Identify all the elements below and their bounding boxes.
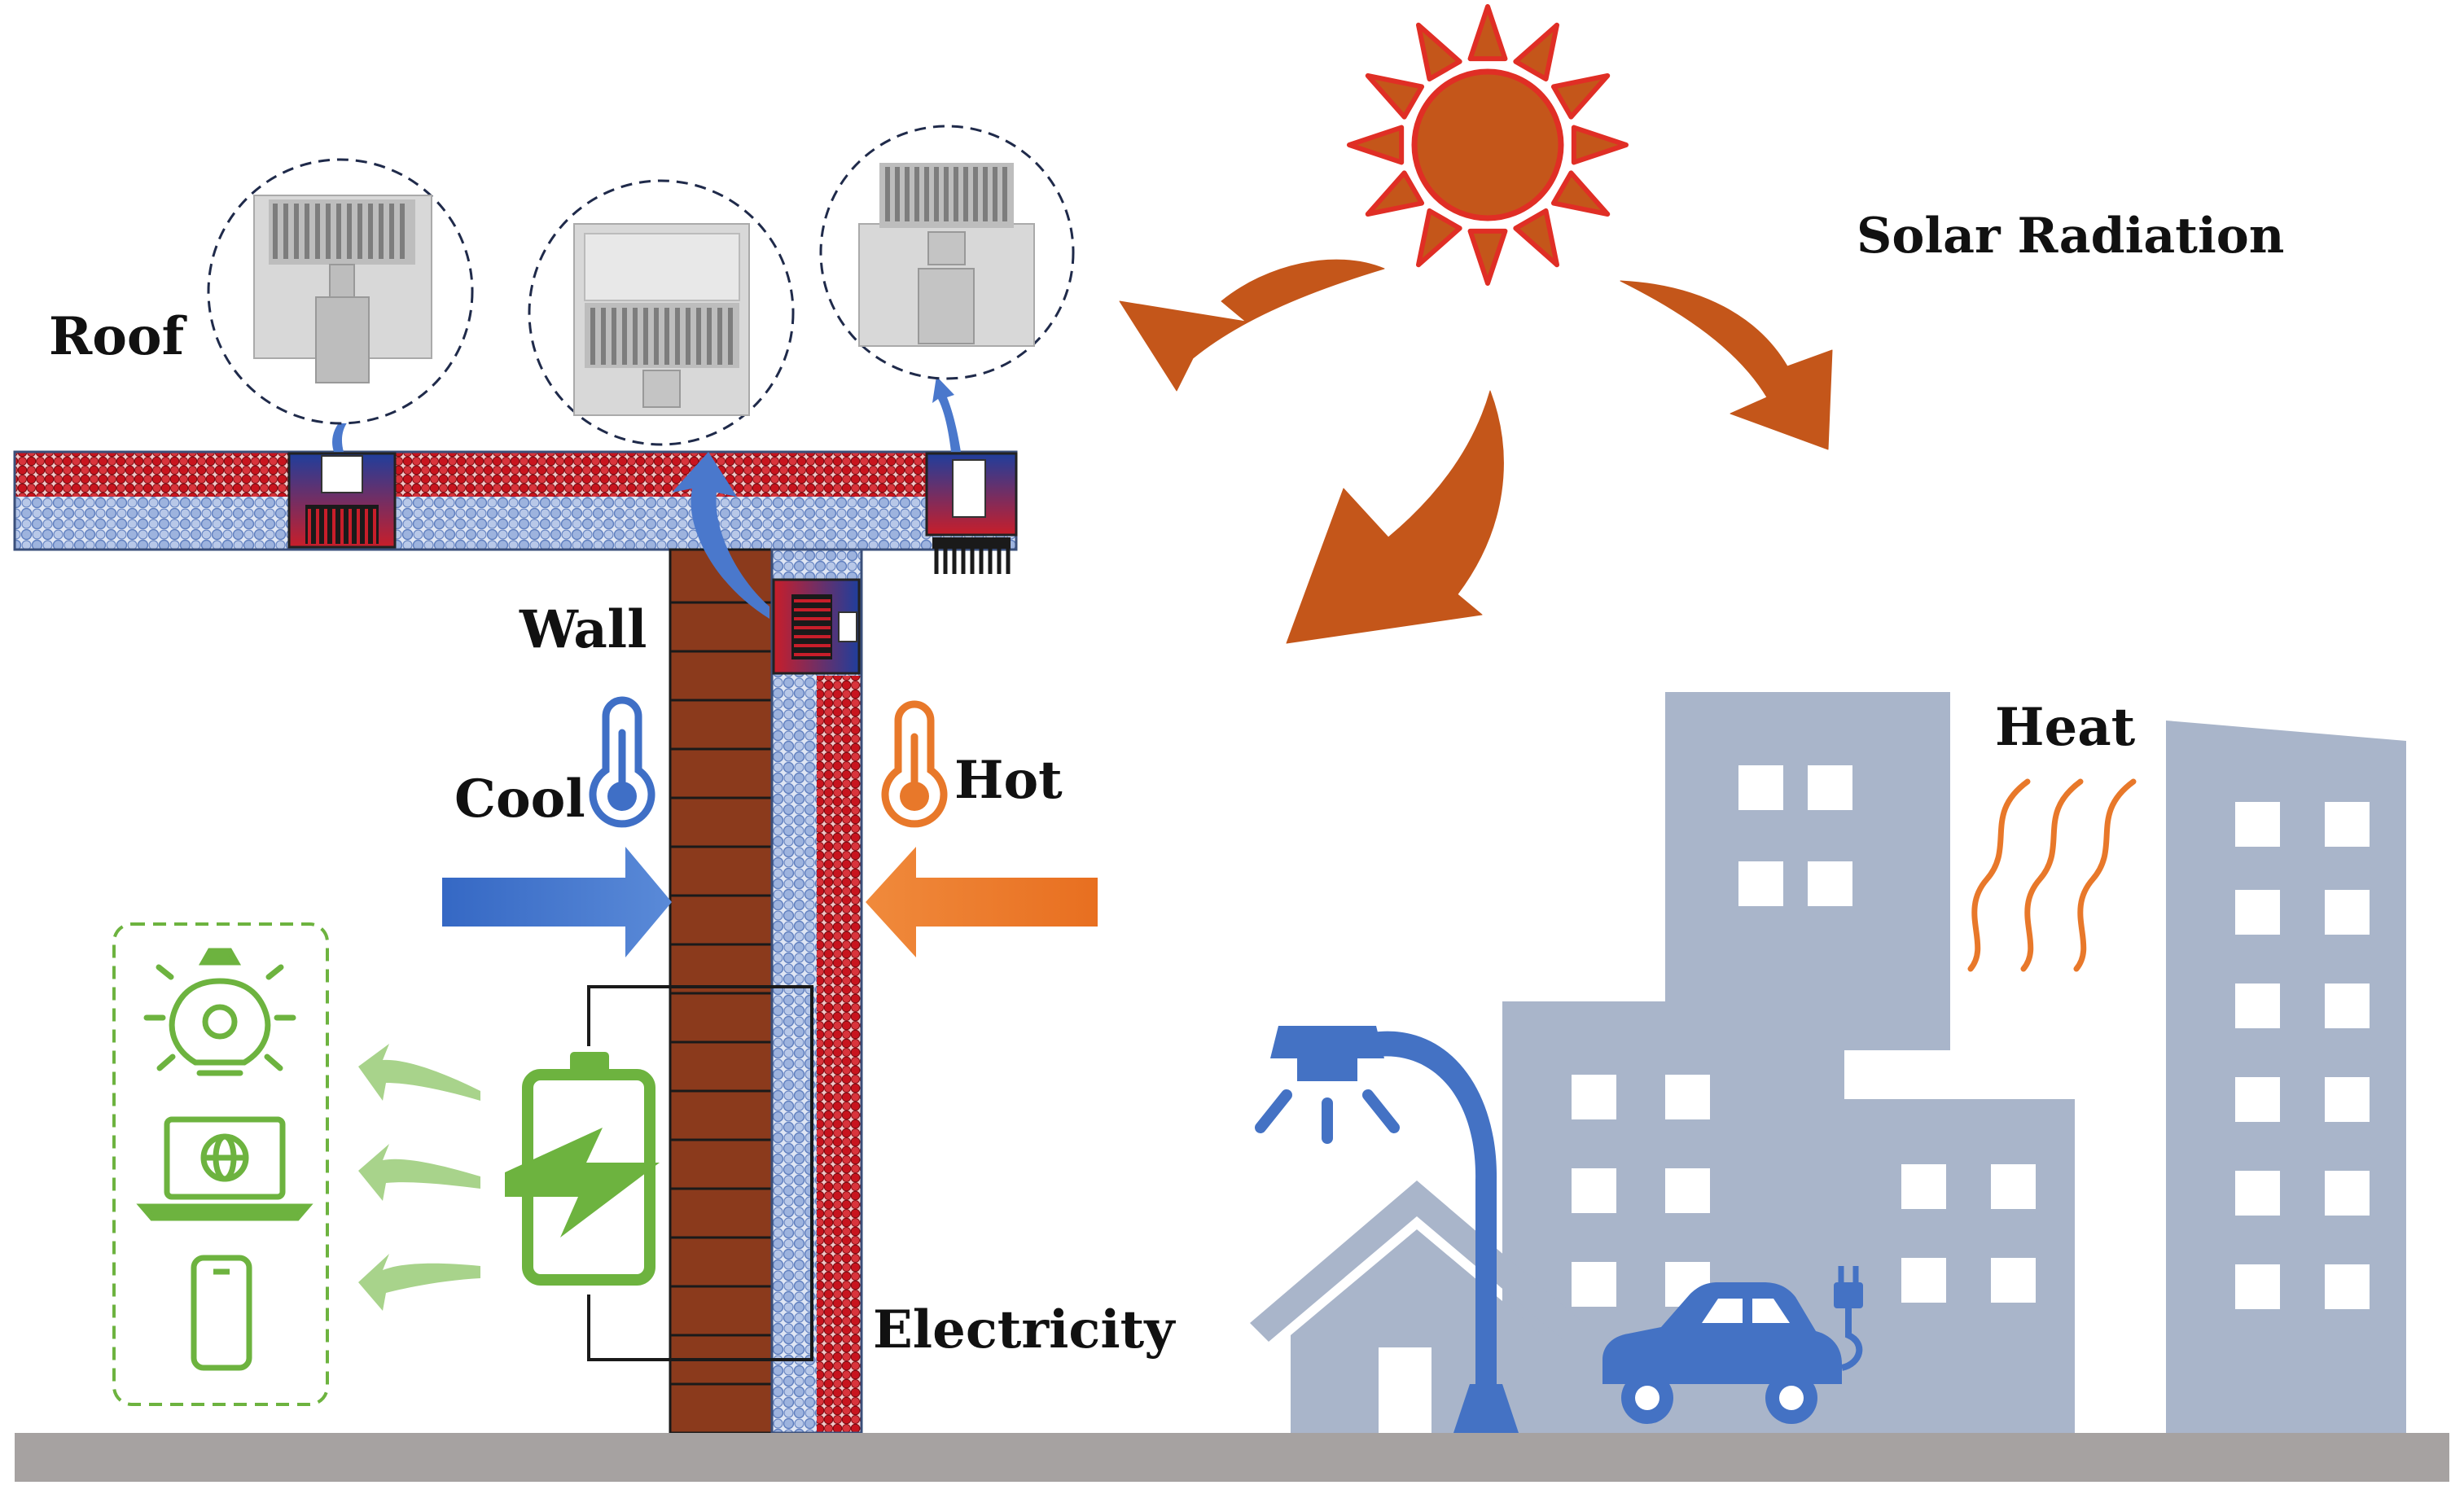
- magnified-view-1: [207, 158, 474, 425]
- low-building: [1830, 1099, 2075, 1433]
- brick-wall: [669, 548, 774, 1435]
- magnified-view-2: [528, 179, 795, 446]
- solar-radiation-arrows: [1119, 259, 1833, 644]
- circuit-wire: [587, 985, 813, 1361]
- solar-arrow-right: [1620, 280, 1833, 450]
- power-output-arrows: [358, 1044, 480, 1311]
- thermometer-hot-icon: [881, 700, 948, 828]
- wall-label: Wall: [519, 599, 647, 660]
- roof-thermoelectric-module-2: [925, 452, 1018, 574]
- electric-car-icon: [1602, 1266, 1863, 1424]
- electricity-label: Electricity: [873, 1299, 1176, 1360]
- device-panel: [112, 922, 329, 1406]
- battery-charging-icon: [505, 1052, 660, 1286]
- hot-label: Hot: [954, 750, 1063, 811]
- heat-label: Heat: [1995, 697, 2136, 758]
- solar-radiation-label: Solar Radiation: [1857, 208, 2284, 265]
- smartphone-icon: [191, 1255, 252, 1371]
- house-door: [1379, 1347, 1431, 1433]
- light-bulb-gear-icon: [143, 948, 296, 1076]
- roof-label: Roof: [49, 306, 187, 367]
- wall-insulation-layer: [770, 548, 863, 1435]
- heat-wave-icon: [1967, 778, 2137, 972]
- laptop-globe-icon: [136, 1116, 313, 1221]
- thermometer-cool-icon: [589, 696, 655, 828]
- cool-arrow: [442, 847, 672, 957]
- roof-thermoelectric-module-1: [287, 452, 397, 549]
- roof-slab: [13, 450, 1018, 551]
- hot-arrow: [866, 847, 1098, 957]
- magnified-view-3: [819, 125, 1075, 380]
- solar-arrow-left: [1119, 259, 1385, 392]
- sun-icon: [1347, 4, 1629, 286]
- solar-arrow-down: [1286, 390, 1504, 644]
- street-lamp-icon: [1255, 1026, 1519, 1433]
- building-windows: [1572, 765, 2370, 1309]
- wall-thermoelectric-module: [772, 578, 861, 675]
- cool-label: Cool: [454, 769, 585, 830]
- tall-building-right: [2166, 721, 2406, 1433]
- ground: [15, 1433, 2449, 1482]
